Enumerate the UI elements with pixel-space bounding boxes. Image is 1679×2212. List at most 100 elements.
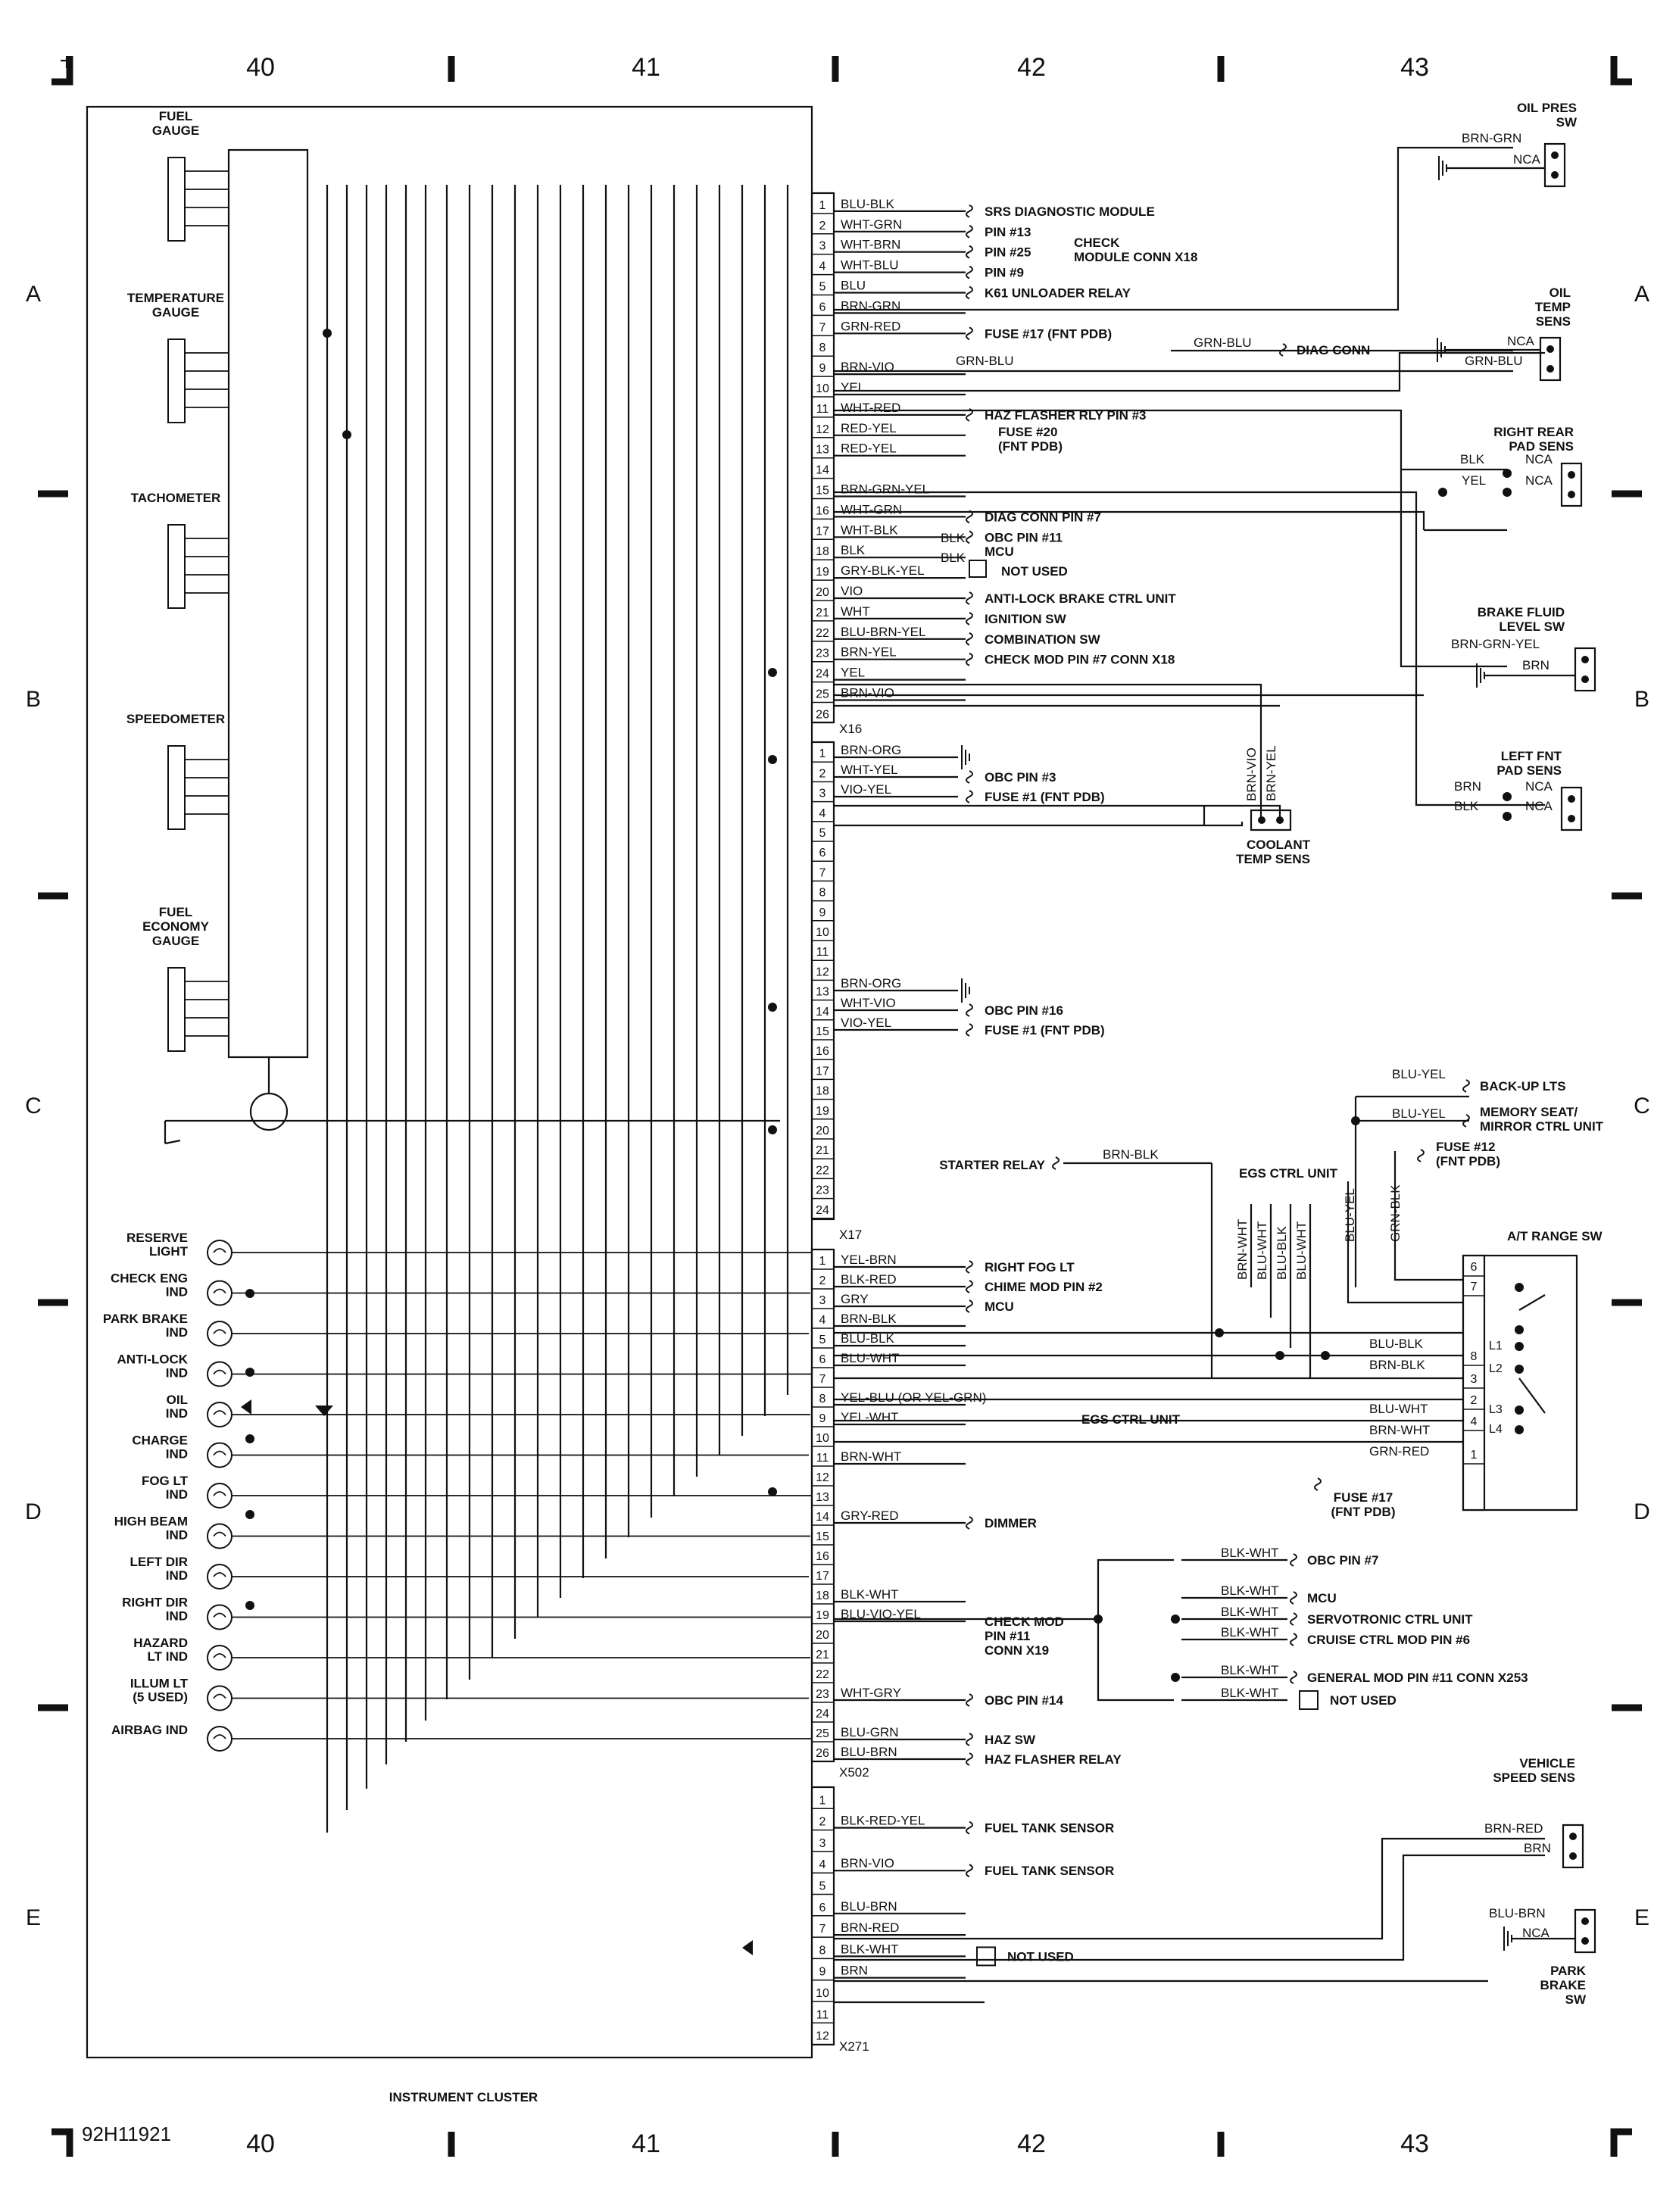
splice-dot xyxy=(768,1125,777,1134)
wire-color: BLK xyxy=(941,531,966,545)
gauge-label: FUEL xyxy=(159,905,192,919)
wire-color: BRN-YEL xyxy=(841,645,897,660)
wire-destination: FUSE #17 (FNT PDB) xyxy=(985,326,1112,341)
row-label: A xyxy=(26,282,41,307)
pin-number: 24 xyxy=(816,668,829,681)
row-label: C xyxy=(25,1094,42,1118)
pin-number: 18 xyxy=(816,1085,829,1098)
wire-color: WHT xyxy=(841,604,870,619)
wire-color: GRN-RED xyxy=(1369,1444,1429,1459)
check-mod-label: CONN X19 xyxy=(985,1643,1049,1658)
pin-number: 5 xyxy=(819,281,826,294)
pin-number: 21 xyxy=(816,1649,829,1661)
wire-destination: RIGHT FOG LT xyxy=(985,1260,1075,1274)
wire-color: BRN-VIO xyxy=(841,1856,894,1870)
col-label: 42 xyxy=(1017,2129,1046,2158)
sensor-pin xyxy=(1546,345,1554,353)
wire-destination: OBC PIN #11 xyxy=(985,530,1063,544)
wire-color: BLK-WHT xyxy=(841,1942,899,1956)
pin-number: 6 xyxy=(819,1902,826,1914)
splice-dot xyxy=(768,668,777,677)
gauge-label: TACHOMETER xyxy=(131,491,221,505)
wire-color: BRN-ORG xyxy=(841,976,901,991)
wire-color: BLU-BRN xyxy=(841,1745,897,1759)
col-label: 43 xyxy=(1400,53,1429,82)
wire-destination: PIN #13 xyxy=(985,225,1031,239)
wire-color: NCA xyxy=(1513,152,1541,167)
pin-number: 22 xyxy=(816,627,829,640)
wire-color: WHT-GRN xyxy=(841,502,902,516)
gauge-label: SPEEDOMETER xyxy=(126,712,225,726)
wire-color: BLU-WHT xyxy=(1294,1221,1309,1280)
pin-number: 11 xyxy=(816,1452,829,1465)
ground-icon xyxy=(961,978,970,1003)
pin-number: 13 xyxy=(816,1491,829,1504)
component-title: PAD SENS xyxy=(1496,763,1562,778)
memory-label: MIRROR CTRL UNIT xyxy=(1480,1119,1604,1134)
wire-color: BRN xyxy=(1522,658,1549,672)
component-title: RIGHT REAR xyxy=(1493,425,1574,439)
row-label: B xyxy=(26,687,41,712)
wire-destination: NOT USED xyxy=(1007,1949,1074,1964)
wire-color: NCA xyxy=(1525,473,1553,488)
wire-color: BRN-VIO xyxy=(1244,747,1259,801)
pin-number: 8 xyxy=(819,1944,826,1957)
wire-color: YEL-BRN xyxy=(841,1253,897,1267)
range-sw-tap: L4 xyxy=(1489,1423,1503,1436)
gauge-label: TEMPERATURE xyxy=(127,291,224,305)
pin-number: 17 xyxy=(816,1570,829,1583)
switch-icon xyxy=(1518,1294,1546,1311)
fuse12-label: FUSE #12 xyxy=(1436,1140,1495,1154)
connector-hook xyxy=(966,632,973,646)
component-title: BRAKE xyxy=(1540,1978,1586,1992)
indicator-label: RIGHT DIR xyxy=(122,1596,188,1610)
bulb-icon xyxy=(207,1604,233,1630)
wire-destination: SRS DIAGNOSTIC MODULE xyxy=(985,204,1155,219)
starter-label: STARTER RELAY xyxy=(939,1158,1045,1172)
splice-dot xyxy=(1503,488,1512,497)
wire-destination: OBC PIN #16 xyxy=(985,1003,1063,1018)
wire-color: GRY-BLK-YEL xyxy=(841,563,925,578)
connector-hook xyxy=(966,1260,973,1274)
wire-color: BLU-GRN xyxy=(841,1725,899,1739)
row-label: C xyxy=(1634,1094,1650,1118)
splice-dot xyxy=(1515,1406,1524,1415)
bulb-filament xyxy=(213,1450,226,1456)
sensor-pin xyxy=(1568,795,1575,803)
wire-color: BLU-YEL xyxy=(1343,1188,1357,1242)
splice-dot xyxy=(1438,488,1447,497)
gauge-label: GAUGE xyxy=(152,305,199,320)
bulb-filament xyxy=(213,1612,226,1618)
wire-color: BLK-RED xyxy=(841,1272,897,1287)
component-title: VEHICLE xyxy=(1519,1756,1575,1771)
pin-number: 18 xyxy=(816,1590,829,1602)
connector-hook xyxy=(966,591,973,605)
not-used-box xyxy=(976,1946,996,1967)
splice-dot xyxy=(1515,1425,1524,1434)
pin-number: 26 xyxy=(816,708,829,721)
wire-color: BLU-BLK xyxy=(1369,1337,1424,1351)
wire-color: BRN-VIO xyxy=(841,360,894,374)
indicator-label: IND xyxy=(166,1285,188,1299)
bulb-icon xyxy=(207,1280,233,1306)
wire-color: BRN-RED xyxy=(1484,1821,1543,1836)
pin-number: 14 xyxy=(816,464,829,477)
pin-number: 17 xyxy=(816,1065,829,1078)
pin-number: 2 xyxy=(819,767,826,780)
connector-hook xyxy=(966,408,973,422)
component-title: SENS xyxy=(1536,314,1571,329)
pin-number: 6 xyxy=(819,847,826,860)
wire-color: BLU-WHT xyxy=(1255,1221,1269,1280)
pin-number: 22 xyxy=(816,1164,829,1177)
wire-color: BLU-BRN xyxy=(1489,1906,1546,1920)
wire-destination: PIN #9 xyxy=(985,266,1024,280)
splice-dot xyxy=(1503,812,1512,821)
connector-hook xyxy=(966,1003,973,1017)
wire-color: BRN-YEL xyxy=(1264,745,1278,801)
pin-number: 12 xyxy=(816,423,829,436)
pin-number: 5 xyxy=(819,1334,826,1346)
wire-color: YEL-BLU (OR YEL-GRN) xyxy=(841,1390,986,1405)
connector-name: X271 xyxy=(839,2039,869,2054)
component-title: BRAKE FLUID xyxy=(1478,605,1565,619)
connector-hook xyxy=(966,1752,973,1766)
